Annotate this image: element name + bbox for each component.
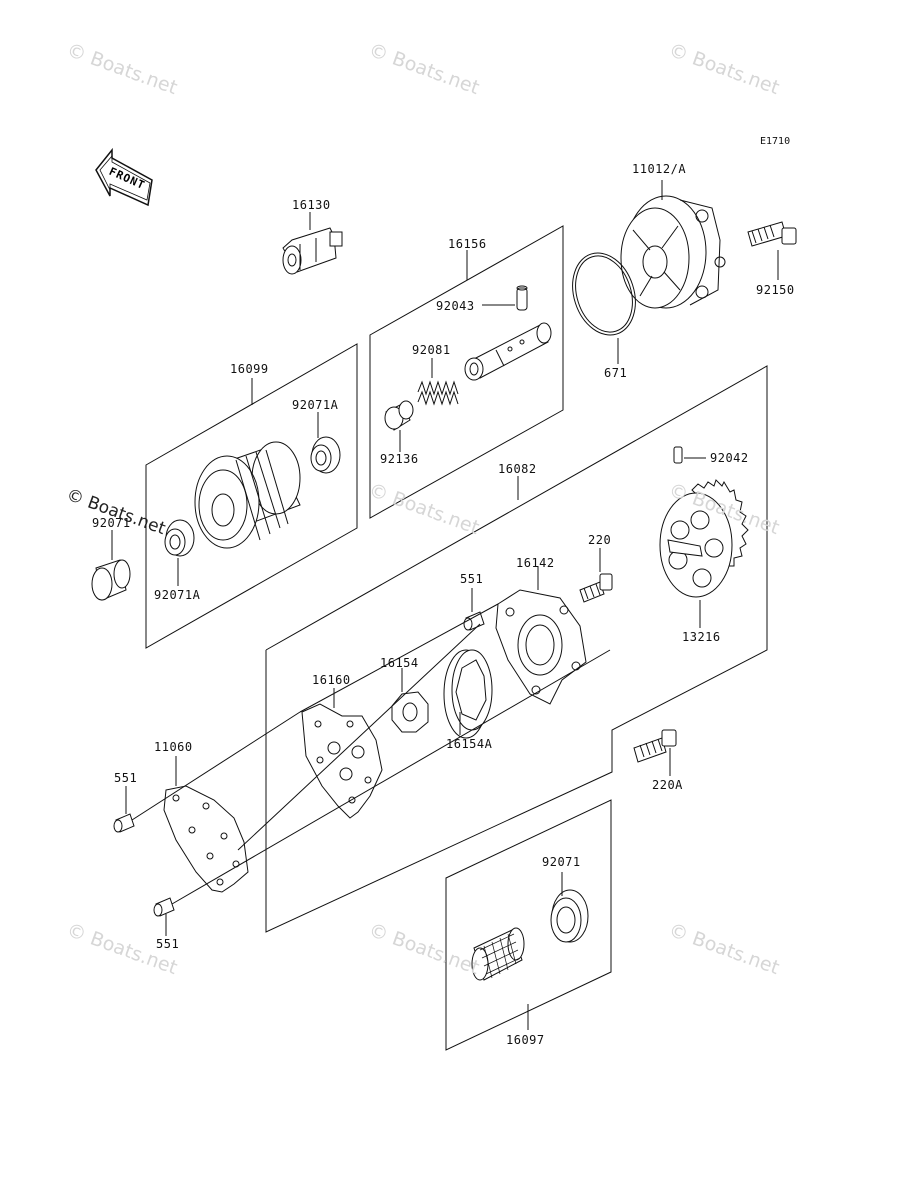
part-92081-drawing [417, 380, 459, 406]
part-92071-bottom-drawing [550, 889, 589, 943]
front-arrow-icon [95, 147, 153, 207]
part-92042-drawing [673, 446, 683, 464]
part-label-16154[interactable]: 16154 [380, 656, 419, 670]
part-92071-left-drawing [91, 559, 131, 601]
part-92071A-upper-drawing [310, 436, 341, 474]
part-551-upper-drawing [113, 813, 135, 833]
part-92071A-lower-drawing [164, 519, 195, 557]
part-label-92071-left[interactable]: 92071 [92, 516, 131, 530]
part-11012-drawing [620, 195, 726, 309]
part-relief-valve-drawing [464, 322, 552, 381]
part-label-16130[interactable]: 16130 [292, 198, 331, 212]
part-16097-box [445, 799, 612, 1051]
part-11060-drawing [163, 785, 249, 893]
part-label-92081[interactable]: 92081 [412, 343, 451, 357]
part-label-551-upper[interactable]: 551 [114, 771, 138, 785]
part-label-551-lower[interactable]: 551 [156, 937, 180, 951]
part-label-16099[interactable]: 16099 [230, 362, 269, 376]
part-label-92071A-lower[interactable]: 92071A [154, 588, 201, 602]
part-92150-drawing [747, 221, 797, 247]
part-label-13216[interactable]: 13216 [682, 630, 721, 644]
part-label-16097[interactable]: 16097 [506, 1033, 545, 1047]
part-label-92042[interactable]: 92042 [710, 451, 749, 465]
part-220-drawing [579, 573, 613, 603]
part-label-92071-bottom[interactable]: 92071 [542, 855, 581, 869]
part-label-92043[interactable]: 92043 [436, 299, 475, 313]
part-551-mid-drawing [463, 611, 485, 631]
part-label-16142[interactable]: 16142 [516, 556, 555, 570]
diagram-ref-code: E1710 [760, 136, 791, 147]
part-label-220A[interactable]: 220A [652, 778, 683, 792]
part-label-16160[interactable]: 16160 [312, 673, 351, 687]
part-13216-drawing [659, 479, 749, 598]
part-16099-drawing [194, 441, 301, 549]
part-label-671[interactable]: 671 [604, 366, 628, 380]
part-label-220[interactable]: 220 [588, 533, 612, 547]
part-label-92136[interactable]: 92136 [380, 452, 419, 466]
part-16154-drawing [391, 691, 429, 733]
part-16154A-drawing [443, 649, 493, 739]
part-16142-drawing [495, 589, 587, 705]
part-16099-box [145, 343, 358, 649]
part-label-551-mid[interactable]: 551 [460, 572, 484, 586]
part-92136-drawing [384, 400, 414, 431]
part-label-92071A-upper[interactable]: 92071A [292, 398, 339, 412]
part-16130-drawing [282, 227, 343, 275]
part-16082-box [265, 365, 768, 933]
part-label-16156[interactable]: 16156 [448, 237, 487, 251]
part-16156-box [369, 225, 564, 519]
part-label-11012[interactable]: 11012/A [632, 162, 687, 176]
part-label-11060[interactable]: 11060 [154, 740, 193, 754]
part-16160-drawing [301, 703, 383, 819]
part-label-92150[interactable]: 92150 [756, 283, 795, 297]
part-551-lower-drawing [153, 897, 175, 917]
part-220A-drawing [633, 729, 677, 763]
part-label-16154A[interactable]: 16154A [446, 737, 493, 751]
part-92043-drawing [516, 285, 528, 311]
part-671-drawing [572, 252, 636, 336]
part-16097-drawing [471, 927, 525, 981]
part-label-16082[interactable]: 16082 [498, 462, 537, 476]
